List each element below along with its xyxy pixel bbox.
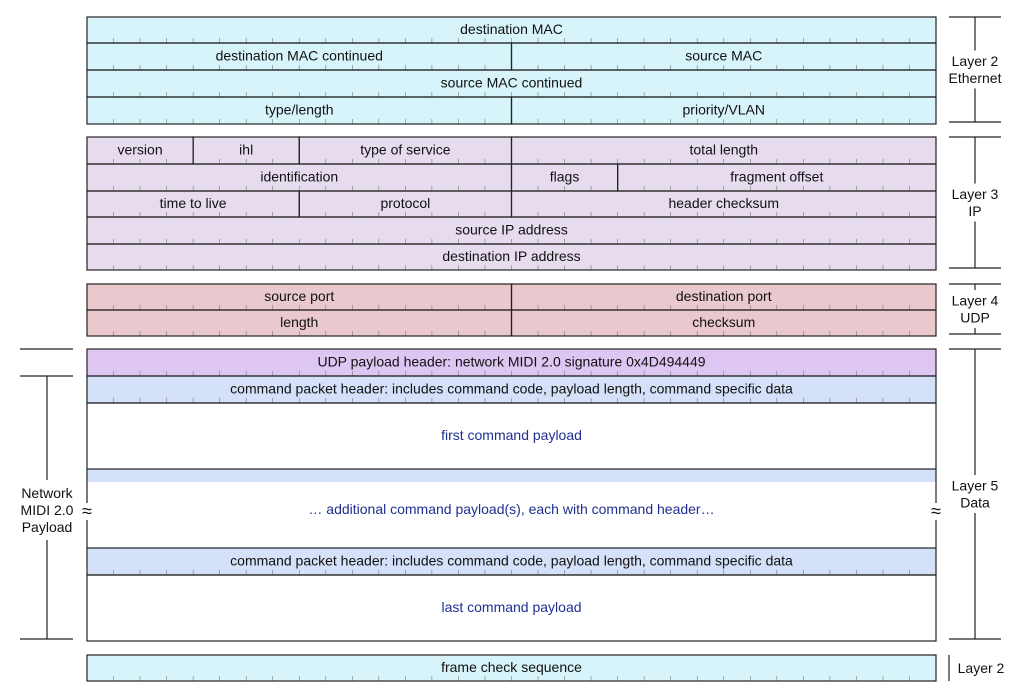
command-header-last-label: command packet header: includes command …	[230, 553, 793, 569]
first-command-payload-background	[87, 403, 936, 469]
layer3-bracket-label: Layer 3	[952, 186, 999, 202]
ip-field-label: protocol	[380, 195, 430, 211]
ethernet-field-label: type/length	[265, 102, 334, 118]
field-labels: destination MAC destination MAC continued…	[21, 21, 1005, 676]
layer2-bracket-label: Layer 2	[952, 53, 999, 69]
layer5-bracket-label: Layer 5	[952, 478, 999, 494]
ip-field-label: version	[117, 142, 162, 158]
udp-field-label: checksum	[692, 314, 755, 330]
ip-field-label: fragment offset	[730, 169, 823, 185]
field-borders	[86, 16, 937, 682]
layer4-bracket-label: Layer 4	[952, 293, 999, 309]
additional-payloads-label: … additional command payload(s), each wi…	[308, 501, 714, 517]
ip-field-label: destination IP address	[442, 248, 580, 264]
udp-field-label: destination port	[676, 288, 772, 304]
ip-field	[86, 243, 937, 271]
ip-field-label: type of service	[360, 142, 450, 158]
layer3-bracket-label: IP	[968, 203, 981, 219]
last-command-payload-label: last command payload	[441, 599, 581, 615]
ip-field-label: identification	[260, 169, 338, 185]
layer4-bracket-label: UDP	[960, 310, 990, 326]
ethernet-field	[510, 96, 937, 125]
ethernet-field-label: priority/VLAN	[683, 102, 765, 118]
last-command-payload-background	[87, 575, 936, 641]
ip-field-label: flags	[550, 169, 580, 185]
network-midi-payload-label: MIDI 2.0	[21, 502, 74, 518]
break-mark-right: ≈	[931, 501, 941, 521]
ip-field-label: header checksum	[668, 195, 779, 211]
break-mark-left: ≈	[82, 501, 92, 521]
ip-field-label: ihl	[239, 142, 253, 158]
layer2-bracket-label: Ethernet	[949, 70, 1002, 86]
frame-check-sequence-label: frame check sequence	[441, 659, 582, 675]
first-command-payload	[86, 402, 937, 470]
additional-payload-header-strip	[87, 469, 936, 482]
ip-field-label: time to live	[160, 195, 227, 211]
udp-field	[510, 309, 937, 337]
frame-check-sequence	[86, 654, 937, 682]
layer-brackets	[20, 16, 1001, 681]
first-command-payload-label: first command payload	[441, 427, 582, 443]
layer2-trailer-label: Layer 2	[958, 660, 1005, 676]
ethernet-field-label: destination MAC continued	[216, 48, 383, 64]
ethernet-field-label: source MAC continued	[441, 75, 583, 91]
last-command-payload	[86, 574, 937, 642]
command-header-first-label: command packet header: includes command …	[230, 381, 793, 397]
udp-field-label: length	[280, 314, 318, 330]
network-midi-payload-label: Network	[21, 485, 73, 501]
ip-field-label: source IP address	[455, 222, 568, 238]
ethernet-field-label: source MAC	[685, 48, 762, 64]
ip-field-label: total length	[690, 142, 759, 158]
midi-signature-label: UDP payload header: network MIDI 2.0 sig…	[317, 354, 705, 370]
additional-payload-background	[87, 482, 936, 548]
bit-ticks	[113, 38, 910, 681]
network-midi-payload-label: Payload	[22, 519, 73, 535]
layer5-bracket-label: Data	[960, 495, 990, 511]
ethernet-field-label: destination MAC	[460, 21, 563, 37]
udp-field-label: source port	[264, 288, 334, 304]
